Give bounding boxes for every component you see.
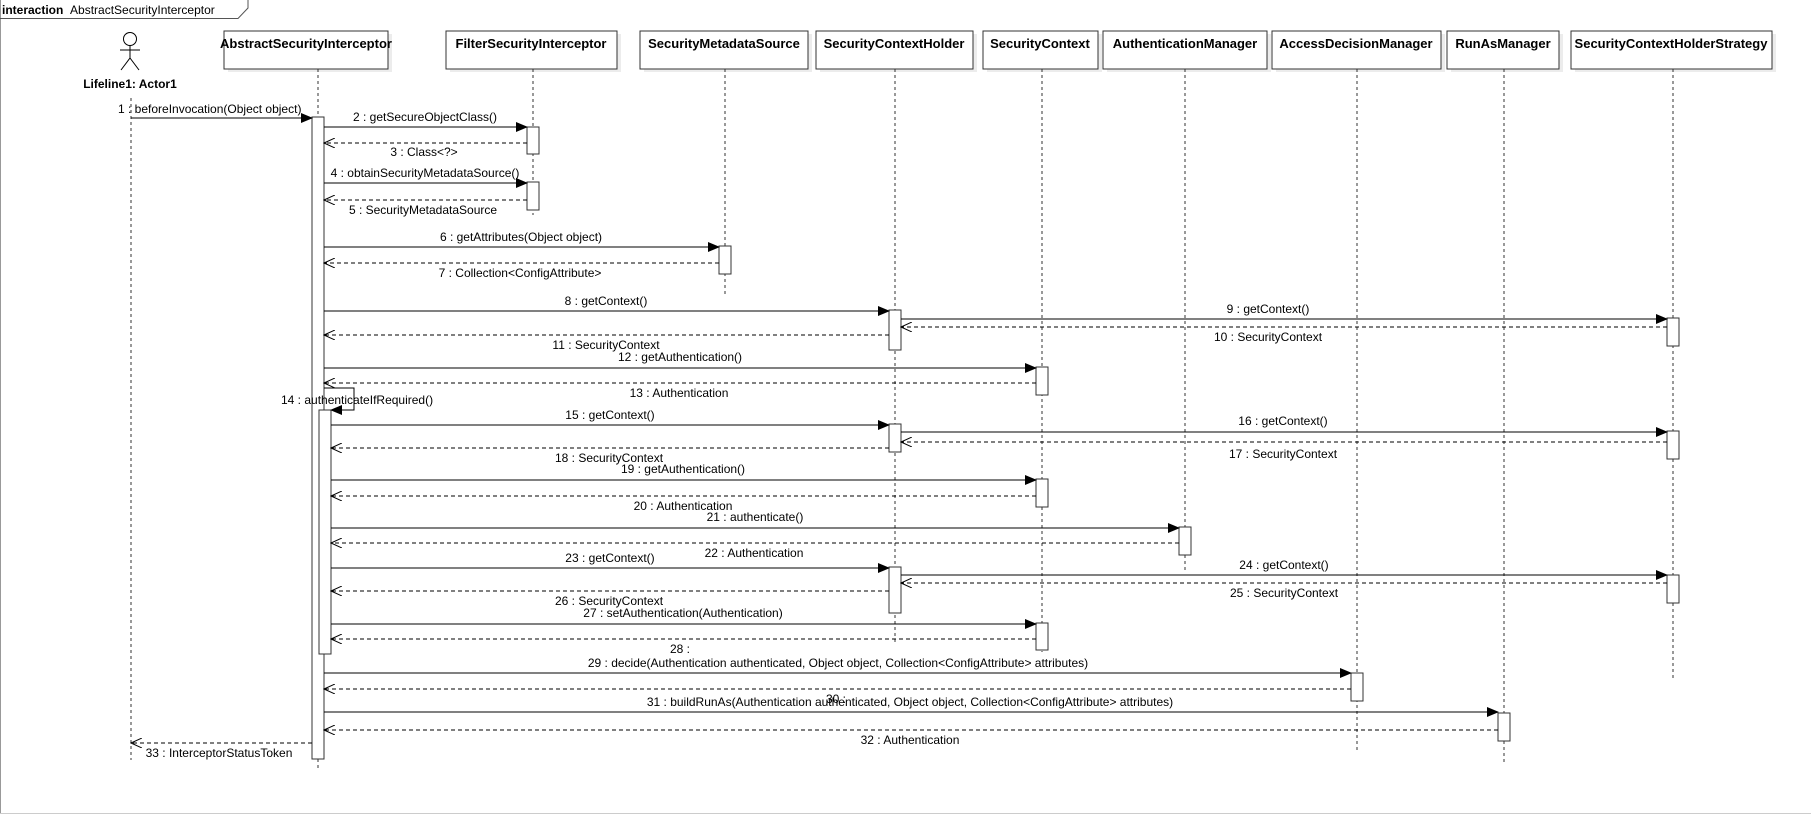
activation-sms [718, 245, 732, 275]
activation-schs-2 [1666, 430, 1680, 460]
message-29-label: 29 : decide(Authentication authenticated… [588, 656, 1088, 670]
message-labels: 1 : beforeInvocation(Object object) 2 : … [118, 102, 1339, 760]
lifeline-head-2: SecurityMetadataSource [648, 36, 800, 51]
message-24-label: 24 : getContext() [1239, 558, 1328, 572]
message-22-label: 22 : Authentication [705, 546, 804, 560]
message-32-label: 32 : Authentication [861, 733, 960, 747]
lifeline-accessdecisionmanager[interactable]: AccessDecisionManager [1271, 30, 1445, 752]
message-12-label: 12 : getAuthentication() [618, 350, 742, 364]
activation-asi-nested [318, 409, 332, 655]
lifeline-securitycontext[interactable]: SecurityContext [982, 30, 1102, 652]
lifeline-securitymetadatasource[interactable]: SecurityMetadataSource [639, 30, 812, 297]
activation-sc-2 [1035, 478, 1049, 508]
message-30-label: 30 : [826, 692, 846, 706]
message-21-label: 21 : authenticate() [707, 510, 804, 524]
message-16-label: 16 : getContext() [1238, 414, 1327, 428]
message-13-label: 13 : Authentication [630, 386, 729, 400]
message-28-label: 28 : [670, 642, 690, 656]
message-17-label: 17 : SecurityContext [1229, 447, 1338, 461]
message-9-label: 9 : getContext() [1227, 302, 1310, 316]
lifeline-head-4: SecurityContext [990, 36, 1090, 51]
lifeline-runasmanager[interactable]: RunAsManager [1446, 30, 1563, 762]
lifeline-head-1: FilterSecurityInterceptor [456, 36, 607, 51]
message-10-label: 10 : SecurityContext [1214, 330, 1323, 344]
activation-sc-3 [1035, 622, 1049, 651]
message-31-label: 31 : buildRunAs(Authentication authentic… [647, 695, 1173, 709]
activation-adm [1350, 672, 1364, 702]
lifeline-securitycontextholderstrategy[interactable]: SecurityContextHolderStrategy [1570, 30, 1776, 680]
frame-keyword: interaction [2, 3, 63, 17]
lifeline-head-0: AbstractSecurityInterceptor [220, 36, 392, 51]
lifeline-head-8: SecurityContextHolderStrategy [1575, 36, 1769, 51]
messages [131, 113, 1668, 743]
message-14-arrow[interactable] [324, 387, 355, 415]
lifeline-authenticationmanager[interactable]: AuthenticationManager [1102, 30, 1271, 572]
lifeline-securitycontextholder[interactable]: SecurityContextHolder [815, 30, 977, 642]
activation-am [1178, 526, 1192, 556]
message-19-label: 19 : getAuthentication() [621, 462, 745, 476]
message-7-label: 7 : Collection<ConfigAttribute> [439, 266, 602, 280]
activation-fsi-1 [526, 126, 540, 155]
message-25-label: 25 : SecurityContext [1230, 586, 1339, 600]
activation-bars [311, 116, 1680, 760]
actor-icon [120, 32, 140, 71]
message-20-label: 20 : Authentication [634, 499, 733, 513]
message-5-label: 5 : SecurityMetadataSource [349, 203, 497, 217]
activation-ram [1497, 712, 1511, 742]
message-27-label: 27 : setAuthentication(Authentication) [583, 606, 782, 620]
message-23-label: 23 : getContext() [565, 551, 654, 565]
lifeline-abstractsecurityinterceptor[interactable]: AbstractSecurityInterceptor [220, 30, 392, 770]
message-4-label: 4 : obtainSecurityMetadataSource() [331, 166, 520, 180]
message-1-label: 1 : beforeInvocation(Object object) [118, 102, 301, 116]
activation-sc-1 [1035, 366, 1049, 396]
message-18-label: 18 : SecurityContext [555, 451, 664, 465]
message-2-label: 2 : getSecureObjectClass() [353, 110, 497, 124]
activation-schs-1 [1666, 317, 1680, 347]
message-15-label: 15 : getContext() [565, 408, 654, 422]
svg-text:interaction AbstractSecu: interaction AbstractSecurityInterceptor [2, 3, 215, 17]
lifeline-head-6: AccessDecisionManager [1279, 36, 1432, 51]
message-33-label: 33 : InterceptorStatusToken [146, 746, 293, 760]
frame-tab [0, 0, 249, 19]
activation-sch-3 [888, 566, 902, 614]
activation-sch-1 [888, 309, 902, 351]
message-8-label: 8 : getContext() [565, 294, 648, 308]
lifeline-head-5: AuthenticationManager [1113, 36, 1257, 51]
message-6-label: 6 : getAttributes(Object object) [440, 230, 602, 244]
lifeline-head-7: RunAsManager [1455, 36, 1550, 51]
lifeline-head-3: SecurityContextHolder [824, 36, 965, 51]
message-3-label: 3 : Class<?> [390, 145, 457, 159]
message-26-label: 26 : SecurityContext [555, 594, 664, 608]
activation-schs-3 [1666, 574, 1680, 604]
activation-fsi-2 [526, 181, 540, 211]
message-11-label: 11 : SecurityContext [552, 338, 660, 352]
actor-label: Lifeline1: Actor1 [83, 77, 177, 91]
actor-lifeline[interactable]: Lifeline1: Actor1 [83, 32, 177, 761]
lifeline-filtersecurityinterceptor[interactable]: FilterSecurityInterceptor [445, 30, 621, 215]
message-14-label: 14 : authenticateIfRequired() [281, 393, 433, 407]
activation-sch-2 [888, 423, 902, 453]
frame-title: AbstractSecurityInterceptor [70, 3, 215, 17]
